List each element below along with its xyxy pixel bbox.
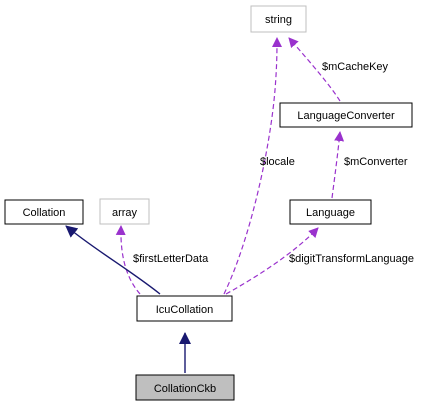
svg-text:CollationCkb: CollationCkb bbox=[154, 383, 216, 395]
node-icucollation: IcuCollation bbox=[136, 295, 233, 322]
node-languageconverter: LanguageConverter bbox=[279, 102, 413, 128]
svg-text:LanguageConverter: LanguageConverter bbox=[297, 110, 395, 122]
edge-label-locale: $locale bbox=[260, 156, 295, 168]
node-collation: Collation bbox=[4, 199, 84, 225]
svg-text:IcuCollation: IcuCollation bbox=[156, 304, 213, 316]
node-string: string bbox=[250, 5, 307, 33]
edge-digittransformlanguage bbox=[225, 227, 319, 295]
svg-text:array: array bbox=[112, 207, 138, 219]
edge-label-mcachekey: $mCacheKey bbox=[322, 61, 389, 73]
edge-label-mconverter: $mConverter bbox=[344, 156, 408, 168]
svg-text:Language: Language bbox=[306, 207, 355, 219]
edge-mconverter bbox=[331, 131, 345, 199]
edge-label-digittransformlanguage: $digitTransformLanguage bbox=[289, 253, 414, 265]
node-language: Language bbox=[289, 199, 372, 225]
node-array: array bbox=[99, 198, 150, 225]
edge-locale bbox=[223, 37, 282, 295]
edge-mcachekey bbox=[288, 37, 341, 102]
edge-label-firstletterdata: $firstLetterData bbox=[133, 253, 209, 265]
node-collationckb: CollationCkb bbox=[135, 374, 235, 401]
edge-inherits-collation bbox=[65, 225, 161, 295]
svg-text:Collation: Collation bbox=[23, 207, 66, 219]
svg-text:string: string bbox=[265, 14, 292, 26]
